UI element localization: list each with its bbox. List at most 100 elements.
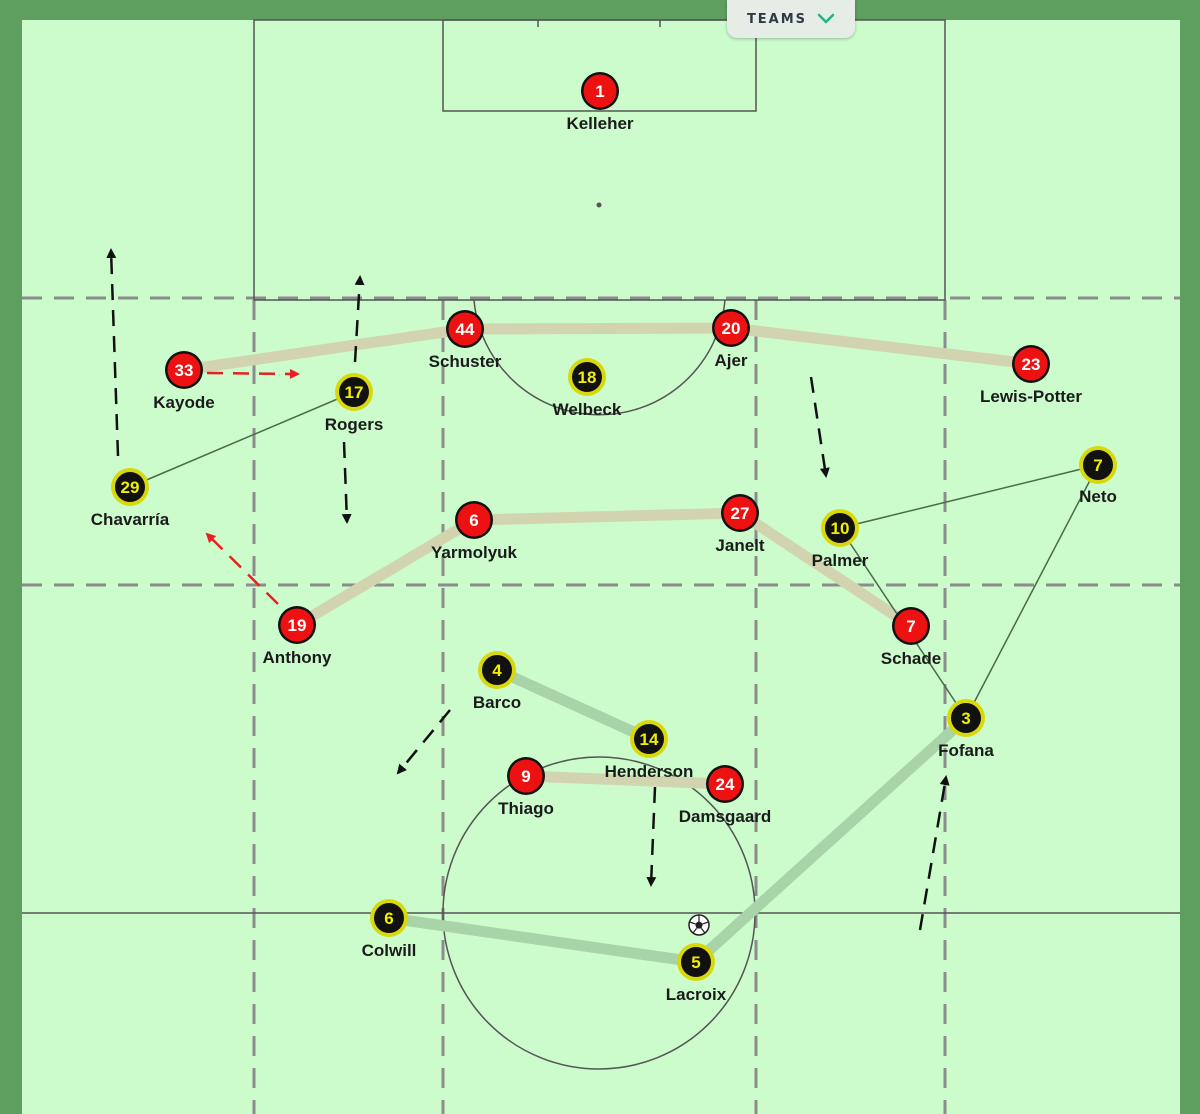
run-henderson-arrow (646, 786, 657, 887)
run-kayode-arrow (206, 368, 300, 379)
player-marker-fill (374, 903, 404, 933)
player-name: Damsgaard (679, 807, 772, 826)
player-name: Kayode (153, 393, 214, 412)
player-number: 4 (492, 661, 502, 680)
pitch-markings (22, 19, 1180, 1070)
player-name: Anthony (263, 648, 332, 667)
player-number: 9 (521, 767, 530, 786)
player-marker-fill (280, 608, 314, 642)
player-name: Ajer (714, 351, 747, 370)
penalty-arc (473, 299, 726, 416)
player-marker-fill (1083, 450, 1113, 480)
yellow-passing-line (839, 464, 1099, 529)
player-marker-fill (583, 74, 617, 108)
teams-dropdown-button[interactable]: TEAMS (727, 0, 855, 38)
player-number: 6 (384, 909, 393, 928)
player-number: 20 (722, 319, 741, 338)
player-name: Kelleher (566, 114, 633, 133)
player-name: Colwill (362, 941, 417, 960)
player-name: Henderson (605, 762, 694, 781)
player-name: Lewis-Potter (980, 387, 1082, 406)
player-marker-fill (482, 655, 512, 685)
yellow-passing-line (965, 464, 1099, 719)
player-number: 19 (288, 616, 307, 635)
player-marker-fill (509, 759, 543, 793)
run-rogers-down-arrow (341, 441, 352, 524)
player-marker-fill (167, 353, 201, 387)
player-number: 10 (831, 519, 850, 538)
red-shape-link (178, 323, 471, 376)
yellow-passing-line (129, 391, 355, 488)
player-name: Schuster (429, 352, 502, 371)
player-marker-fill (572, 362, 602, 392)
player-number: 17 (345, 383, 364, 402)
player-number: 6 (469, 511, 478, 530)
player-marker-fill (1014, 347, 1048, 381)
player-marker-fill (723, 496, 757, 530)
penalty-spot (596, 202, 602, 208)
player-number: 29 (121, 478, 140, 497)
red-shape-link (725, 322, 1037, 370)
player-name: Neto (1079, 487, 1117, 506)
player-name: Rogers (325, 415, 384, 434)
pitch-surface (22, 20, 1180, 1114)
player-number: 24 (716, 775, 735, 794)
player-marker-fill (714, 311, 748, 345)
player-name: Thiago (498, 799, 554, 818)
player-name: Fofana (938, 741, 994, 760)
red-shape-link (291, 514, 480, 631)
player-number: 14 (640, 730, 659, 749)
player-marker-fill (894, 609, 928, 643)
run-rogers-up-arrow (353, 275, 365, 363)
run-anthony-arrow (205, 532, 279, 605)
player-marker-fill (339, 377, 369, 407)
teams-label: TEAMS (746, 11, 808, 27)
player-marker-fill (681, 947, 711, 977)
yellow-shape-link (690, 712, 972, 968)
player-number: 33 (175, 361, 194, 380)
player-name: Welbeck (553, 400, 622, 419)
yellow-shape-link (383, 912, 702, 968)
player-marker-fill (115, 472, 145, 502)
player-number: 44 (456, 320, 475, 339)
run-barco-arrow (396, 709, 451, 775)
chevron-down-icon (817, 13, 835, 24)
player-name: Janelt (715, 536, 764, 555)
player-number: 18 (578, 368, 597, 387)
player-name: Yarmolyuk (431, 543, 518, 562)
player-marker-fill (457, 503, 491, 537)
red-shape-link (734, 507, 917, 632)
player-number: 7 (1093, 456, 1102, 475)
player-number: 23 (1022, 355, 1041, 374)
player-name: Barco (473, 693, 521, 712)
zone-guides (22, 296, 1180, 1114)
red-shape-link (459, 322, 737, 335)
player-name: Chavarría (91, 510, 170, 529)
yellow-shape-link (491, 664, 655, 745)
soccer-ball-icon (688, 914, 710, 936)
